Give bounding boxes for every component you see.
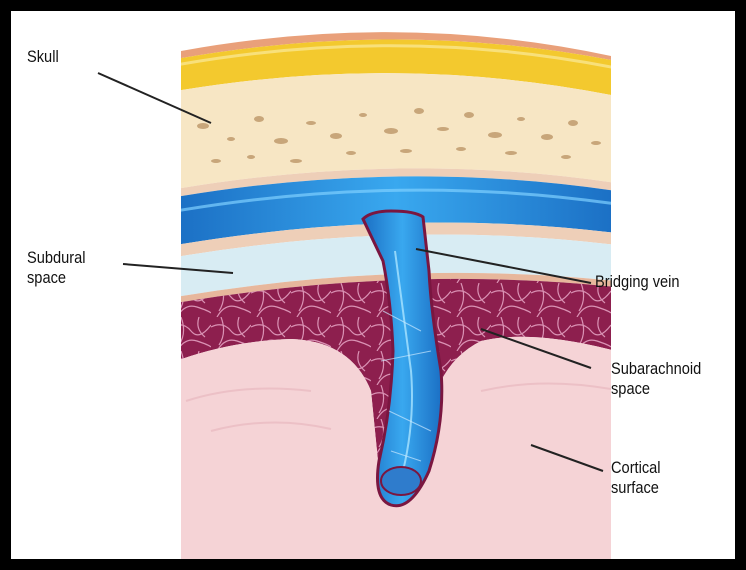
subarachnoid-label-line1: Subarachnoid [611,359,701,379]
layer-stack [176,22,616,559]
cortical-label-line1: Cortical [611,458,661,478]
subarachnoid-space-label: Subarachnoid space [611,359,701,399]
cortical-label-line2: surface [611,478,661,498]
cortical-surface-label: Cortical surface [611,458,661,498]
subdural-label-line2: space [27,268,86,288]
subdural-space-label: Subdural space [27,248,86,288]
subdural-label-line1: Subdural [27,248,86,268]
diagram-panel: Skull Subdural space Bridging vein Subar… [11,11,735,559]
subarachnoid-label-line2: space [611,379,701,399]
bridging-vein-label: Bridging vein [595,272,680,292]
skull-label: Skull [27,47,59,67]
